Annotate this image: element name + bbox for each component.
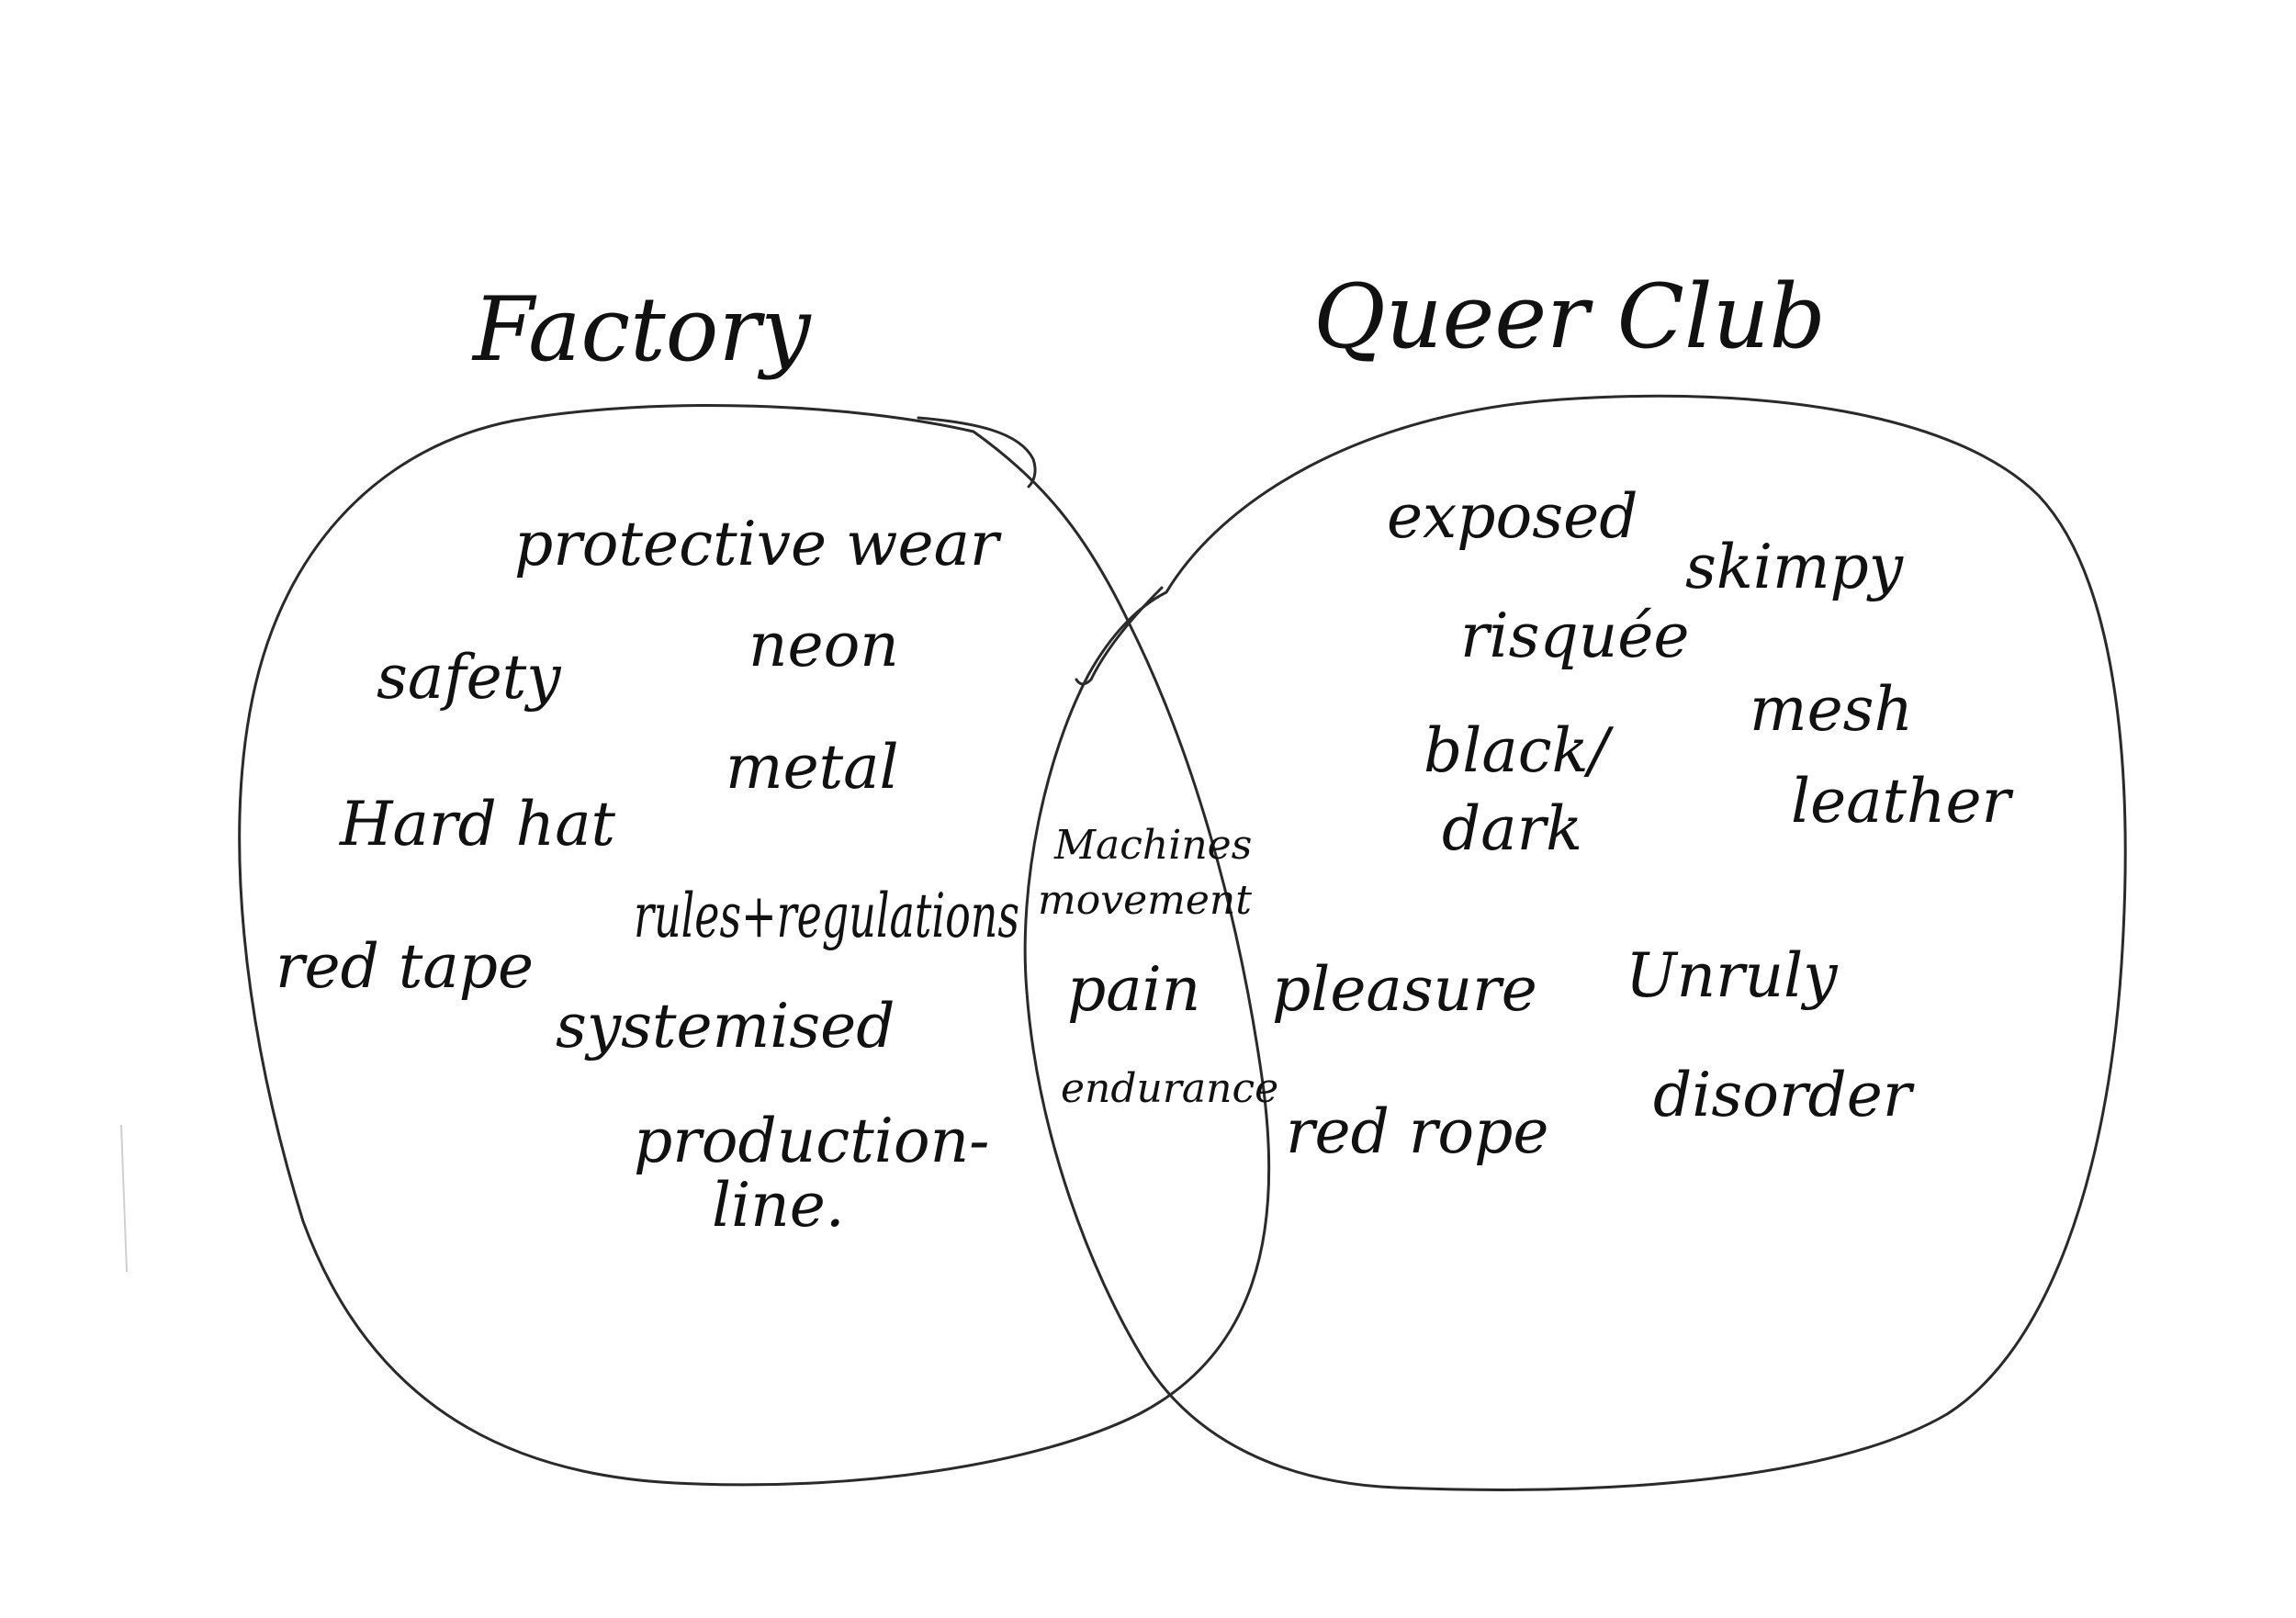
queer-club-item-mesh: mesh bbox=[1750, 674, 1913, 745]
factory-item-systemised: systemised bbox=[556, 991, 895, 1062]
factory-item-metal: metal bbox=[726, 732, 899, 803]
factory-item-protective-wear: protective wear bbox=[514, 509, 1002, 579]
queer-club-item-dark: dark bbox=[1442, 793, 1582, 864]
overlap-item-machines: Machines bbox=[1053, 822, 1252, 869]
queer-club-title: Queer Club bbox=[1313, 265, 1826, 368]
queer-club-item-unruly: Unruly bbox=[1626, 940, 1838, 1011]
factory-item-line: line. bbox=[712, 1170, 845, 1241]
queer-club-item-black: black/ bbox=[1424, 715, 1615, 786]
paper-edge-mark bbox=[120, 1124, 128, 1273]
factory-item-hard-hat: Hard hat bbox=[339, 789, 616, 860]
factory-item-production: production- bbox=[634, 1106, 989, 1176]
factory-item-safety: safety bbox=[377, 642, 561, 713]
queer-club-circle bbox=[1023, 394, 2127, 1491]
factory-circle-overshoot bbox=[917, 416, 1037, 489]
factory-item-neon: neon bbox=[748, 610, 899, 680]
overlap-item-endurance: endurance bbox=[1061, 1065, 1278, 1112]
factory-item-red-tape: red tape bbox=[276, 931, 534, 1002]
overlap-item-pain: pain bbox=[1067, 954, 1200, 1025]
overlap-item-movement: movement bbox=[1038, 877, 1252, 924]
queer-club-circle-tail bbox=[1075, 586, 1164, 686]
factory-circle bbox=[238, 404, 1271, 1487]
queer-club-item-pleasure: pleasure bbox=[1272, 954, 1537, 1025]
queer-club-item-exposed: exposed bbox=[1387, 481, 1638, 552]
queer-club-item-red-rope: red rope bbox=[1286, 1096, 1548, 1167]
factory-title: Factory bbox=[471, 278, 812, 381]
queer-club-item-skimpy: skimpy bbox=[1685, 532, 1904, 602]
queer-club-item-risque: risquée bbox=[1460, 601, 1689, 671]
queer-club-item-disorder: disorder bbox=[1653, 1060, 1915, 1130]
queer-club-item-leather: leather bbox=[1791, 766, 2014, 837]
factory-item-rules-regulations: rules+regulations bbox=[634, 881, 1019, 951]
